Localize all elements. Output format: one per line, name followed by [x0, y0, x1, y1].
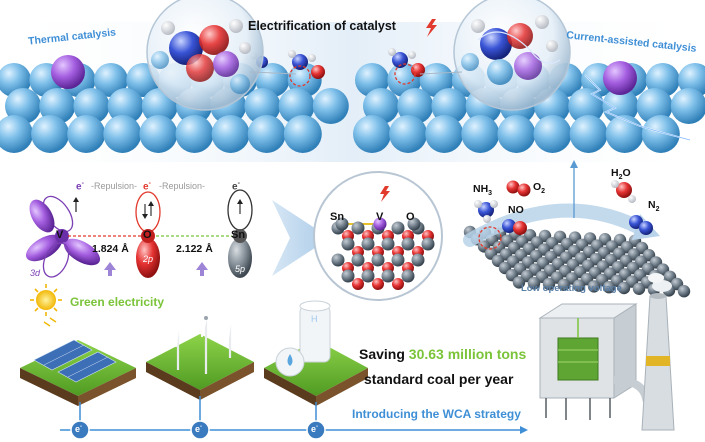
no-label: NO [508, 204, 524, 216]
lattice-sphere [570, 115, 608, 153]
lattice-sphere [284, 115, 322, 153]
tin-atom [392, 254, 405, 267]
v-atom-label: V [56, 229, 63, 241]
sn-orbital-label: 5p [235, 264, 245, 274]
lattice-sphere [313, 88, 349, 124]
low-voltage-label: Low operating voltage [521, 283, 622, 294]
vanadium-atom-right [603, 61, 637, 95]
oxygen-atom [352, 278, 364, 290]
surface-atom [678, 285, 690, 297]
solar-platform [20, 340, 136, 406]
tin-atom [412, 254, 425, 267]
lattice-sphere [461, 115, 499, 153]
saving-line-1: Saving 30.63 million tons [359, 346, 526, 362]
lattice-sphere [497, 115, 535, 153]
electron-label-v: e- [76, 180, 84, 192]
n2-label: N2 [648, 199, 660, 213]
bond-length-v-o: 1.824 Å [92, 243, 129, 255]
tin-atom [342, 238, 355, 251]
tin-atom [352, 222, 365, 235]
tin-atom [382, 270, 395, 283]
oxygen-atom [392, 278, 404, 290]
crystal-v-label: V [376, 211, 383, 223]
tin-atom [352, 254, 365, 267]
tin-atom [362, 270, 375, 283]
tin-atom [362, 238, 375, 251]
vanadium-atom-left [51, 55, 85, 89]
tin-atom [422, 238, 435, 251]
lattice-sphere [248, 115, 286, 153]
lattice-sphere [67, 115, 105, 153]
saving-line-2: standard coal per year [364, 371, 513, 387]
sn-atom-label: Sn [231, 229, 245, 241]
bond-length-o-sn: 2.122 Å [176, 243, 213, 255]
o-orbital-label: 2p [143, 254, 153, 264]
lattice-sphere [139, 115, 177, 153]
crystal-structure [314, 172, 442, 300]
lattice-sphere [389, 115, 427, 153]
power-plant [540, 273, 674, 430]
tin-atom [382, 238, 395, 251]
lattice-sphere [176, 115, 214, 153]
lattice-sphere [642, 115, 680, 153]
lattice-sphere [31, 115, 69, 153]
repulsion-label-right: -Repulsion- [159, 181, 205, 191]
tin-atom [342, 270, 355, 283]
wca-strategy-label: Introducing the WCA strategy [352, 407, 521, 421]
hydrogen-tank-label: H [311, 314, 318, 324]
crystal-o-label: O [406, 211, 415, 223]
o-atom-label: O [143, 229, 152, 241]
lattice-sphere [103, 115, 141, 153]
electron-label-o: e- [143, 180, 151, 192]
nh3-label: NH3 [473, 183, 492, 197]
repulsion-label-left: -Repulsion- [91, 181, 137, 191]
v-orbital-label: 3d [30, 268, 40, 278]
tin-atom [372, 254, 385, 267]
surface-atom [633, 283, 645, 295]
lattice-sphere [212, 115, 250, 153]
tin-atom [402, 270, 415, 283]
diagram-title: Electrification of catalyst [248, 19, 396, 33]
tin-atom [332, 254, 345, 267]
electron-node-label-3: e- [311, 424, 318, 434]
o2-label: O2 [533, 181, 545, 195]
lattice-sphere [353, 115, 391, 153]
sun-icon [30, 284, 62, 326]
electron-node-label-1: e- [75, 424, 82, 434]
wind-platform [146, 302, 254, 400]
green-electricity-label: Green electricity [70, 295, 164, 309]
electron-label-sn: e- [232, 180, 240, 192]
oxygen-atom [372, 278, 384, 290]
lattice-sphere [425, 115, 463, 153]
tin-atom [402, 238, 415, 251]
crystal-sn-label: Sn [330, 211, 344, 223]
lattice-sphere [534, 115, 572, 153]
h2o-label: H2O [611, 167, 631, 181]
tin-atom [392, 222, 405, 235]
electron-node-label-2: e- [195, 424, 202, 434]
lattice-sphere [606, 115, 644, 153]
